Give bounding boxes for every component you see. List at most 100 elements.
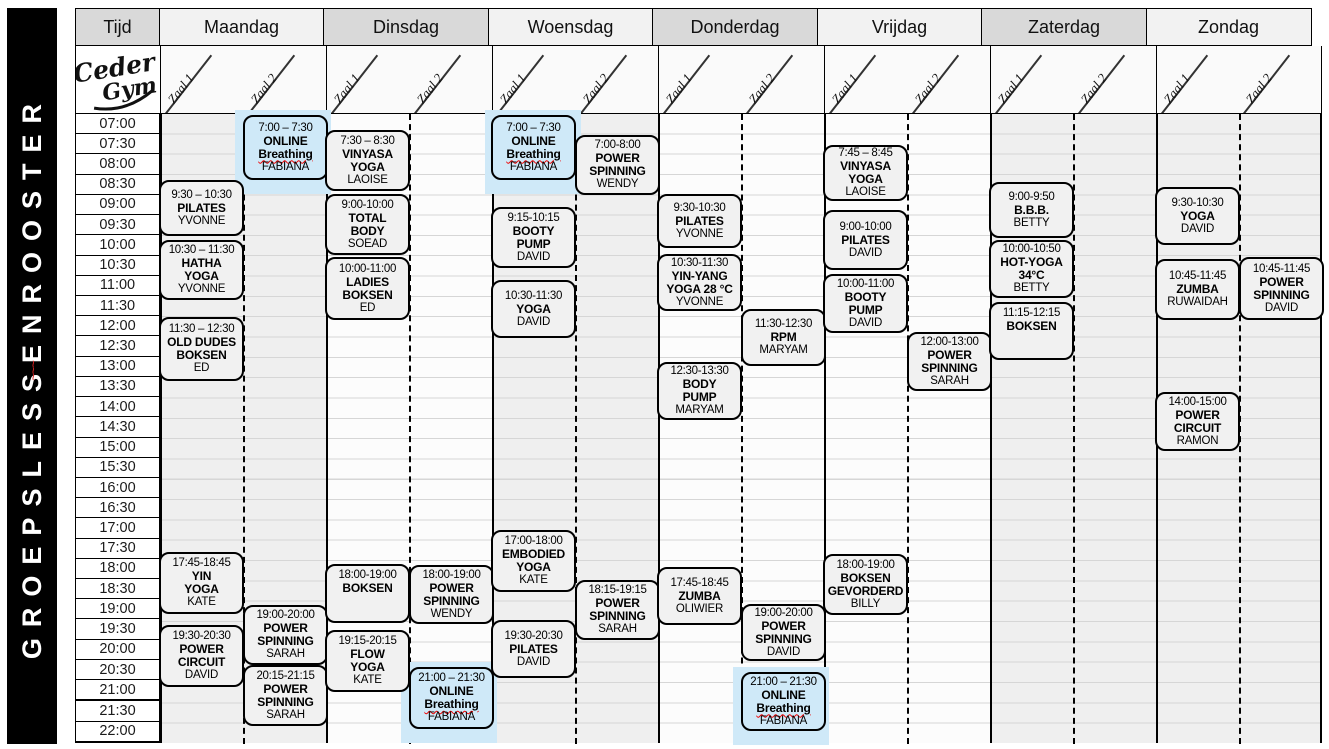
event-title-line: SPINNING [1253,287,1310,302]
room-cell-zaterdag-zaal-1: Zaal 1 [991,46,1074,113]
event-title-line: PILATES [675,213,724,228]
event-instructor: YVONNE [675,295,724,308]
event-title-line: YOGA [848,172,883,186]
time-cell-2200: 22:00 [99,723,136,740]
event-title-line: POWER [595,596,640,610]
event-time: 10:00-11:00 [338,262,397,275]
event-time: 17:45-18:45 [670,576,729,589]
event-instructor: MARYAM [759,344,808,356]
event-time: 17:00-18:00 [504,535,563,547]
event-time: 9:30 – 10:30 [171,188,232,201]
event-time: 18:15-19:15 [588,584,647,596]
event-instructor: DAVID [848,316,883,329]
event-instructor: FABIANA [759,714,808,727]
day-header-zaterdag: Zaterdag [981,8,1147,46]
event-title-line: POWER [429,580,474,595]
event-instructor: BETTY [1013,216,1050,229]
event-title-line: YOGA [516,301,551,316]
event-time: 7:00 – 7:30 [258,121,313,134]
event-title-line: POWER [595,151,640,165]
event-instructor: FABIANA [509,160,558,173]
time-cell-0700: 07:00 [76,114,159,135]
event-title-line: BOOTY [844,289,887,304]
logo-swoosh [93,89,154,111]
event-title-line: ONLINE [511,133,556,148]
time-cell-1030: 10:30 [76,256,159,276]
time-cell-1730: 17:30 [76,539,159,559]
event-instructor: OLIWIER [675,602,724,615]
logo-cell: Ceder Gym [71,46,160,113]
event-instructor: ED [359,301,376,314]
event-time: 10:30-11:30 [504,289,563,302]
event-time: 21:00 – 21:30 [418,672,485,684]
event-title-line: PUMP [848,302,883,317]
event-instructor: DAVID [516,655,551,668]
event-time: 18:00-19:00 [836,558,895,571]
event-title-line: CIRCUIT [177,655,226,669]
event-time: 19:30-20:30 [172,630,231,642]
time-cell-2000: 20:00 [76,640,159,660]
event-instructor: BILLY [850,597,881,610]
event-title-line: TOTAL [348,210,387,225]
event-title-line: YIN [191,569,212,583]
event-time: 7:00 – 7:30 [506,121,561,134]
event-title-line: SPINNING [589,609,646,623]
event-time: 7:45 – 8:45 [838,147,893,159]
event-time: 18:00-19:00 [338,569,397,581]
event-instructor: RUWAIDAH [1167,296,1228,308]
event-instructor: SARAH [930,374,969,387]
event-title-line: GEVORDERD [827,583,904,598]
event-time: 10:45-11:45 [1252,262,1311,275]
room-label: Zaal 2 [412,70,446,107]
event-instructor: BETTY [1013,282,1050,294]
room-divider-dashed-line [409,114,411,744]
time-cell-1400: 14:00 [76,397,159,418]
event-title-line: ONLINE [263,133,308,148]
event-title-line: PILATES [509,641,558,656]
room-label: Zaal 2 [744,70,778,107]
event-title-line: ONLINE [429,684,474,698]
event-title-line: YOGA [1180,208,1215,223]
event-instructor: DAVID [1180,222,1215,235]
event-instructor: DAVID [766,645,801,658]
event-title-line: YOGA [516,560,551,574]
event-time: 12:00-13:00 [920,335,979,348]
event-title-line: OLD DUDES [167,335,236,349]
event-time: 11:30-12:30 [754,318,813,330]
event-instructor: YVONNE [177,283,226,295]
time-cell-1430: 14:30 [76,417,159,438]
event-instructor: LAOISE [347,173,388,186]
time-cell-1800: 18:00 [76,559,159,580]
event-instructor: FABIANA [261,160,310,173]
day-header-zondag: Zondag [1145,8,1312,46]
event-title-line: YIN-YANG [671,268,728,283]
event-instructor: SARAH [266,708,305,721]
time-cell-0800: 08:00 [76,154,159,175]
event-instructor: DAVID [1264,301,1299,314]
